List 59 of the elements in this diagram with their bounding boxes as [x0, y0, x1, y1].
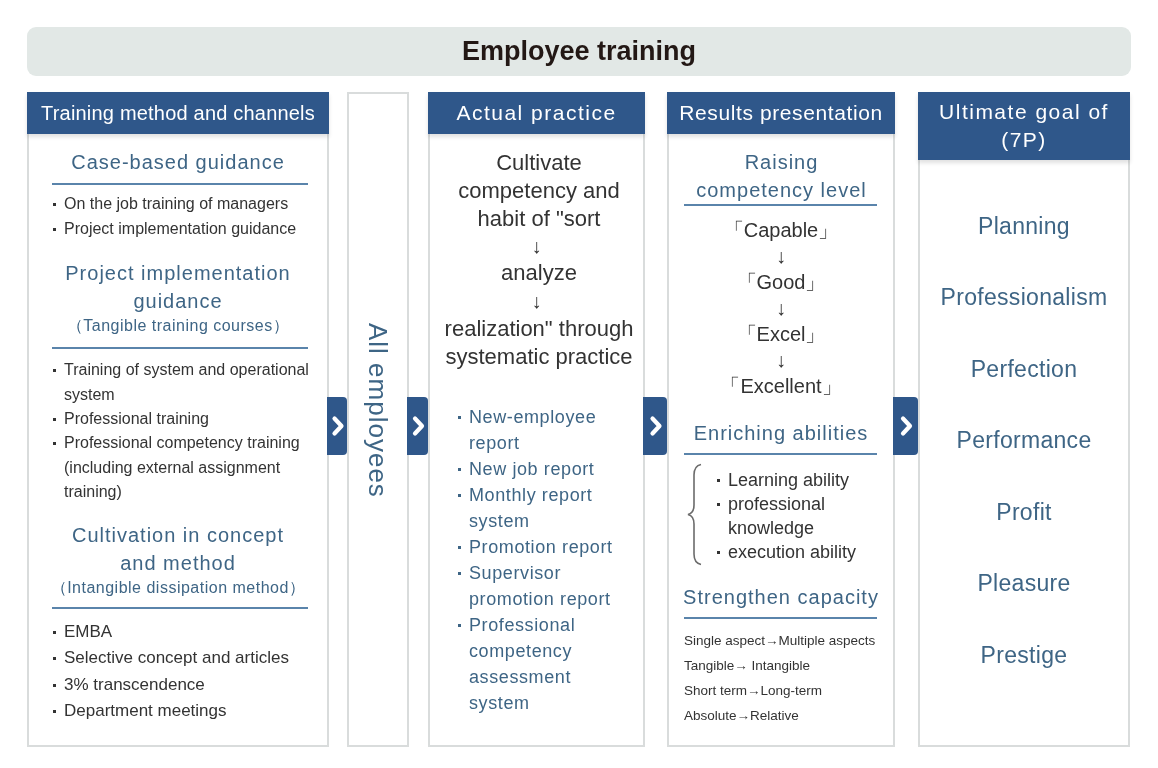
column-panel [918, 92, 1130, 747]
goal-label: Performance [955, 426, 1093, 455]
list-item: Professional training [50, 407, 211, 432]
section-heading: Strengthen capacity [682, 585, 880, 610]
section-heading: Enriching abilities [692, 421, 870, 446]
transition-text: Short term→Long-term [684, 681, 824, 700]
level-label: 「Capable」 [722, 218, 840, 243]
list-item: Training of system and operational system [50, 358, 311, 407]
list-item: New job report [455, 456, 597, 482]
section-heading: Cultivation in concept and method [70, 523, 286, 576]
section-subheading: （Tangible training courses） [65, 316, 291, 336]
list-item: EMBA [50, 619, 115, 646]
column-header: Ultimate goal of (7P) [918, 92, 1130, 160]
down-arrow: ↓ [775, 296, 787, 321]
goal-label: Pleasure [976, 569, 1072, 598]
down-arrow: ↓ [530, 288, 543, 314]
level-label: 「Excellent」 [719, 374, 843, 399]
section-heading: Project implementation guidance [64, 261, 292, 314]
list-item: Project implementation guidance [50, 217, 299, 242]
transition-text: Single aspect→Multiple aspects [684, 631, 877, 650]
list-item: Selective concept and articles [50, 645, 291, 672]
list-item: Professional competency training (including external assignment training) [50, 431, 302, 505]
list-item: execution ability [714, 540, 859, 564]
list-item: New-employee report [455, 404, 599, 456]
column-panel [428, 92, 645, 747]
list-item: Learning ability [714, 468, 852, 492]
transition-text: Tangible→ Intangible [684, 656, 812, 675]
column-header: Results presentation [667, 92, 895, 134]
title-banner: Employee training [27, 27, 1131, 76]
goal-label: Professionalism [939, 283, 1109, 312]
down-arrow: ↓ [775, 348, 787, 373]
list-item: On the job training of managers [50, 192, 291, 217]
body-text: Cultivate competency and habit of "sort [457, 149, 621, 233]
list-item: 3% transcendence [50, 672, 207, 699]
down-arrow: ↓ [775, 244, 787, 269]
vertical-label: All employees [363, 323, 393, 498]
body-text: realization" through systematic practice [443, 315, 635, 371]
goal-label: Profit [995, 498, 1053, 527]
section-heading: Case-based guidance [70, 150, 286, 175]
level-label: 「Good」 [735, 270, 827, 295]
column-panel [667, 92, 895, 747]
list-item: Supervisor promotion report [455, 560, 613, 612]
column-panel [27, 92, 329, 747]
list-item: Promotion report [455, 534, 615, 560]
column-header: Actual practice [428, 92, 645, 134]
level-label: 「Excel」 [735, 322, 827, 347]
section-subheading: （Intangible dissipation method） [49, 578, 307, 598]
section-heading: Raising competency level [695, 150, 868, 203]
list-item: Professional competency assessment system [455, 612, 578, 716]
column-header: Training method and channels [27, 92, 329, 134]
column-panel [347, 92, 409, 747]
list-item: Monthly report system [455, 482, 595, 534]
goal-label: Prestige [979, 641, 1069, 670]
body-text: analyze [500, 259, 578, 287]
goal-label: Perfection [969, 355, 1079, 384]
down-arrow: ↓ [530, 233, 543, 259]
list-item: Department meetings [50, 698, 229, 725]
transition-text: Absolute→Relative [684, 706, 800, 725]
goal-label: Planning [977, 212, 1071, 241]
